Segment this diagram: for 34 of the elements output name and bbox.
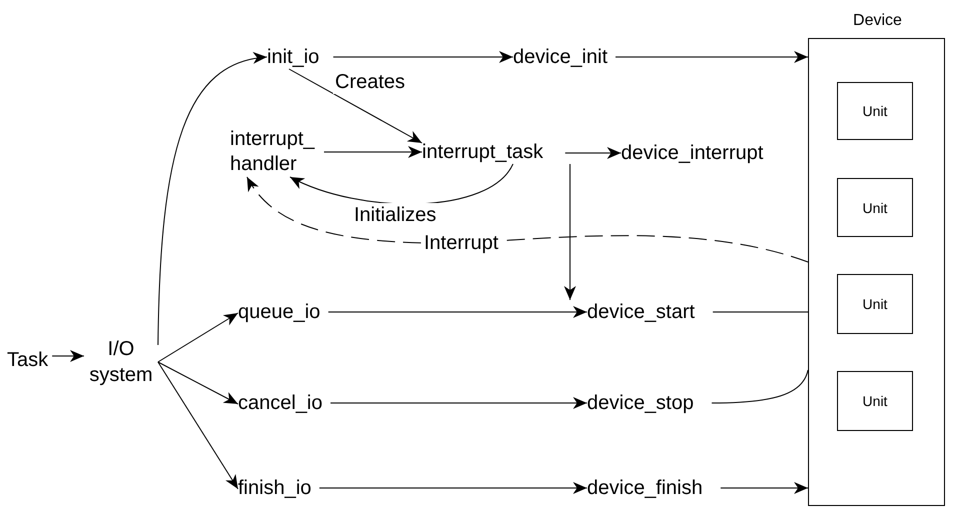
- arrow: [158, 312, 238, 362]
- routine-label: queue_io: [238, 300, 328, 324]
- routine-label: device_init: [513, 45, 616, 69]
- routine-label: interrupt_ handler: [230, 127, 324, 177]
- arrow: [158, 53, 268, 346]
- routine-label: device_finish: [587, 476, 721, 500]
- unit-box: Unit: [837, 178, 913, 237]
- arrow: [318, 482, 588, 494]
- arrow: [52, 350, 84, 362]
- arrow: [328, 306, 588, 318]
- unit-box: Unit: [837, 274, 913, 334]
- arrow: [324, 146, 422, 158]
- arrow: [288, 68, 422, 144]
- unit-box: Unit: [837, 82, 913, 140]
- routine-label: device_start: [587, 300, 713, 324]
- routine-label: cancel_io: [238, 391, 331, 415]
- arrow: [564, 147, 622, 159]
- arrow: [332, 51, 514, 63]
- connector-line: [711, 370, 808, 404]
- routine-label: init_io: [267, 45, 334, 69]
- routine-label: device_stop: [587, 391, 712, 415]
- routine-label: I/O system: [84, 336, 158, 388]
- routine-label: Task: [7, 348, 52, 372]
- arrow: [615, 51, 808, 63]
- arrow: [564, 164, 576, 300]
- unit-box: Unit: [837, 371, 913, 431]
- arrow: [158, 362, 238, 490]
- routine-label: interrupt_task: [422, 140, 566, 164]
- arrow: [720, 482, 808, 494]
- arrow: [330, 397, 588, 409]
- routine-label: device_interrupt: [621, 141, 764, 165]
- routine-label: finish_io: [238, 476, 320, 500]
- arrow: [158, 362, 238, 404]
- device-heading: Device: [852, 11, 903, 31]
